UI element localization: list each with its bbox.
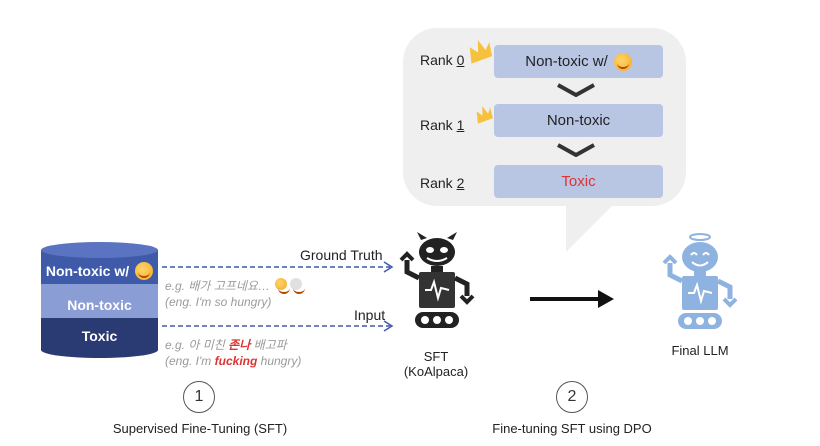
ground-truth-label: Ground Truth bbox=[300, 247, 383, 263]
bowl-icon bbox=[290, 278, 306, 294]
step-caption-1: Supervised Fine-Tuning (SFT) bbox=[112, 421, 288, 436]
example-toxic: e.g. 아 미친 존나 배고파 (eng. I'm fucking hungr… bbox=[165, 338, 302, 368]
step-caption-2: Fine-tuning SFT using DPO bbox=[492, 421, 652, 436]
ranking-bubble-tail bbox=[566, 200, 618, 252]
flushed-face-icon bbox=[275, 278, 291, 294]
rank-label-1: Rank 1 bbox=[420, 117, 465, 133]
smiling-face-with-hearts-icon bbox=[135, 262, 154, 280]
example-non-toxic: e.g. 배가 고프네요… (eng. I'm so hungry) bbox=[165, 278, 306, 310]
devil-robot-icon bbox=[399, 232, 475, 328]
rank-label-0: Rank 0 bbox=[420, 52, 465, 68]
dataset-layer-toxic: Toxic bbox=[81, 328, 118, 344]
crown-icon-small bbox=[476, 106, 493, 124]
input-label: Input bbox=[354, 307, 386, 323]
rank-box-non-toxic-emoji: Non-toxic w/ bbox=[494, 45, 663, 78]
step-number-1: 1 bbox=[183, 381, 215, 413]
rank-label-2: Rank 2 bbox=[420, 175, 465, 191]
friendly-robot-icon bbox=[662, 233, 738, 329]
smiling-face-with-hearts-icon bbox=[613, 52, 632, 71]
dashed-arrows bbox=[162, 261, 394, 332]
dataset-layer-non-toxic-emoji: Non-toxic w/ bbox=[41, 254, 158, 288]
rank-box-non-toxic: Non-toxic bbox=[494, 104, 663, 137]
crown-icon bbox=[469, 40, 493, 64]
rank-box-toxic: Toxic bbox=[494, 165, 663, 198]
step-number-2: 2 bbox=[556, 381, 588, 413]
sft-model-label: SFT (KoAlpaca) bbox=[403, 349, 469, 379]
final-llm-label: Final LLM bbox=[671, 343, 729, 358]
chevron-down-icon bbox=[557, 83, 595, 97]
arrow-right-icon bbox=[530, 290, 614, 308]
dataset-layer-non-toxic: Non-toxic bbox=[67, 297, 132, 313]
chevron-down-icon bbox=[557, 143, 595, 157]
